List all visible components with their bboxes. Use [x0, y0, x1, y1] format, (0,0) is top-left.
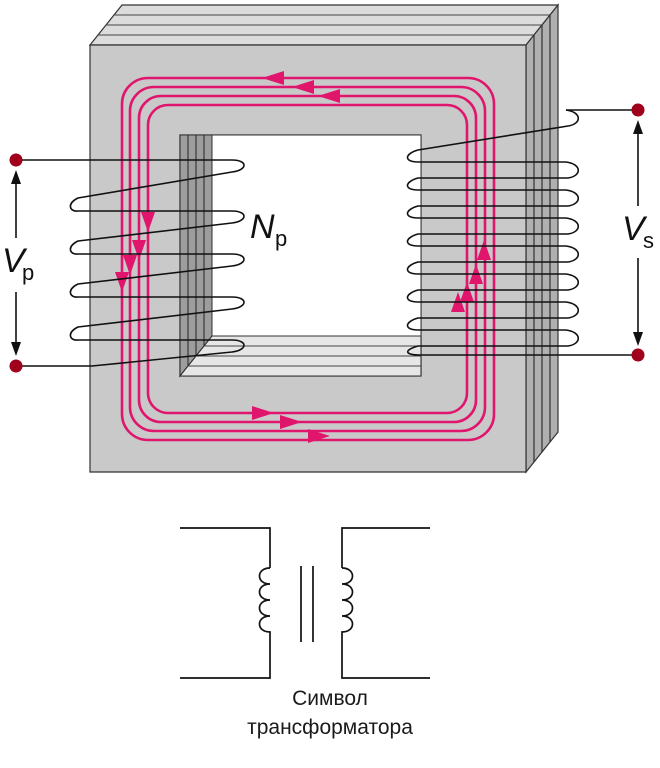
symbol-secondary-wire [341, 527, 430, 679]
vp-arrow-up-head [11, 170, 21, 184]
label-np-sub: p [275, 226, 287, 251]
caption-line-2: трансформатора [247, 716, 413, 739]
primary-coil [16, 159, 245, 367]
flux-arrow [115, 272, 129, 292]
label-vs: V s [622, 210, 654, 253]
primary-terminal-bottom [9, 359, 23, 373]
flux-arrow [123, 255, 137, 275]
flux-arrow [280, 415, 302, 429]
flux-arrow [262, 71, 284, 85]
vp-arrow-down-head [11, 342, 21, 356]
core-top-laminations [98, 14, 550, 36]
secondary-terminal-bottom [631, 348, 645, 362]
flux-arrow [132, 240, 146, 260]
transformer-symbol [180, 527, 430, 679]
window-left-laminations [187, 135, 205, 366]
symbol-primary-coil [258, 567, 271, 640]
primary-terminals [9, 153, 23, 373]
caption-line-1: Символ [292, 687, 368, 710]
symbol-caption: Символ трансформатора [0, 684, 660, 742]
transformer-core [88, 3, 560, 474]
label-vp-main: V [2, 242, 28, 280]
flux-loop-inner [146, 103, 469, 415]
symbol-primary-wire [180, 527, 271, 679]
secondary-coil [406, 109, 638, 356]
label-vp: V p [2, 242, 34, 285]
label-np: N p [250, 208, 287, 251]
window-bottom-laminations [188, 345, 421, 367]
flux-arrow [141, 212, 155, 232]
flux-arrow [460, 282, 474, 302]
secondary-winding [406, 109, 580, 356]
secondary-terminals [631, 103, 645, 362]
primary-terminal-top[interactable] [9, 153, 23, 167]
symbol-secondary-coil [341, 567, 354, 640]
label-np-main: N [250, 208, 275, 246]
label-vs-main: V [622, 210, 648, 248]
label-vs-sub: s [643, 228, 654, 253]
flux-arrow [477, 240, 491, 260]
vs-arrow-up-head [633, 120, 643, 134]
flux-arrows [115, 71, 491, 443]
vs-arrow-down-head [633, 332, 643, 346]
flux-arrow [292, 80, 314, 94]
flux-arrow [318, 89, 340, 103]
core-side-laminations [533, 15, 551, 462]
flux-arrow [308, 429, 330, 443]
secondary-terminal-top [631, 103, 645, 117]
flux-arrow [252, 406, 274, 420]
label-vp-sub: p [22, 260, 34, 285]
core-front-face [89, 44, 527, 473]
primary-winding [69, 159, 245, 367]
